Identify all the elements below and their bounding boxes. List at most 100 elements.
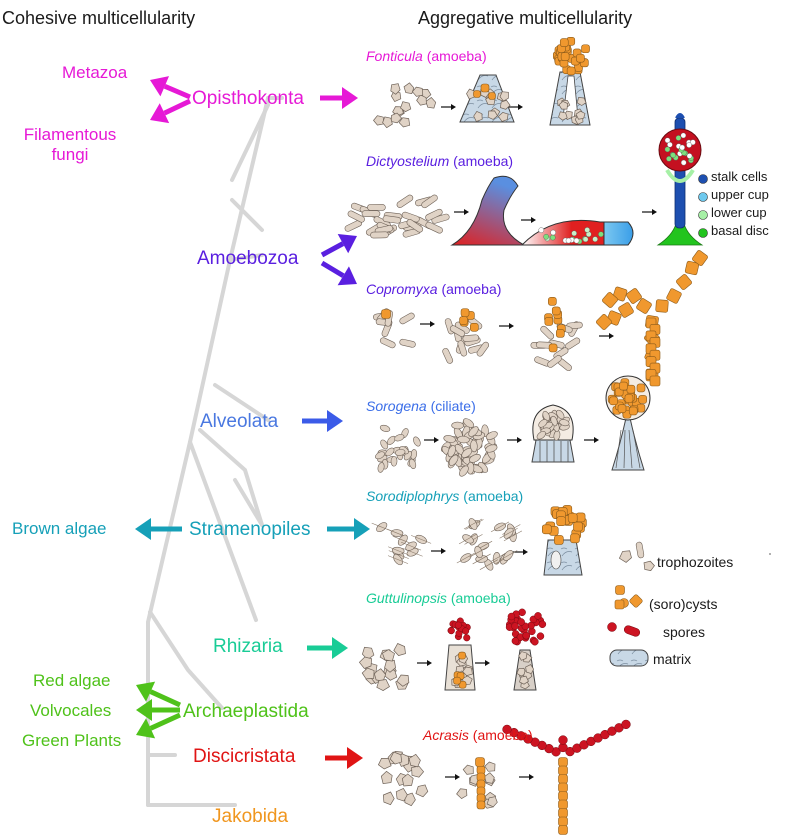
label-filamentous-fungi-line1: Filamentous	[23, 125, 117, 144]
sorogena-ciliate	[377, 462, 385, 473]
copromyxa-stages	[373, 250, 708, 387]
fonticula-cell	[473, 110, 483, 122]
arrow-to-fungi-head	[150, 103, 170, 124]
acrasis-stalk-cyst	[558, 765, 568, 776]
genus-acrasis-type: (amoeba)	[472, 727, 533, 743]
fonticula-cyst	[480, 83, 490, 93]
acrasis-cell	[462, 764, 474, 775]
stage-arrow-15	[475, 660, 490, 666]
stage-arrow-7	[499, 323, 514, 329]
guttulinopsis-cell	[525, 664, 535, 675]
stage-arrow-15-head	[485, 660, 490, 666]
sorodiplophrys-filopodium	[388, 546, 409, 556]
fonticula-trophozoite	[425, 97, 437, 109]
dictyostelium-stages	[344, 113, 704, 246]
aggregative-heading: Aggregative multicellularity	[418, 8, 633, 28]
sorogena-cell	[536, 431, 546, 440]
sorogena-ciliate	[394, 449, 406, 456]
arrow-to-sorodiplophrys	[327, 518, 370, 540]
genus-sorodiplophrys: Sorodiplophrys (amoeba)	[366, 488, 523, 504]
arrow-to-metazoa-head	[150, 76, 170, 97]
guttulinopsis-spore	[447, 627, 455, 635]
dicty-amoeba	[347, 210, 365, 223]
arrow-to-acrasis-head	[347, 747, 363, 769]
guttulinopsis-trophozoite	[361, 667, 375, 680]
sorodiplophrys-sorocyst	[542, 524, 552, 535]
dicty-sorus-cell	[686, 142, 692, 148]
fonticula-cell	[487, 110, 498, 120]
dicty-amoeba	[421, 194, 438, 209]
guttulinopsis-cell	[519, 675, 529, 685]
genus-fonticula-type: (amoeba)	[426, 48, 487, 64]
acrasis-trophozoite	[389, 751, 403, 765]
acrasis-cyst	[475, 757, 485, 767]
dicty-legend-dot-1	[698, 174, 708, 184]
stage-arrow-17	[519, 774, 534, 780]
genus-fonticula-name: Fonticula	[366, 48, 423, 64]
copromyxa-amoeba	[399, 312, 415, 325]
acrasis-stalk-cyst	[558, 782, 568, 793]
copromyxa-amoeba	[547, 355, 562, 368]
legend-matrix-swatch	[609, 649, 649, 667]
guttulinopsis-spore	[534, 612, 542, 620]
dicty-slug-cell	[550, 229, 556, 236]
copromyxa-amoeba	[442, 348, 454, 364]
genus-sorogena-name: Sorogena	[366, 398, 427, 414]
copromyxa-sorocyst	[655, 299, 669, 313]
sorogena-aggregate-cell	[443, 435, 456, 443]
genus-guttulinopsis-type: (amoeba)	[450, 590, 511, 606]
stage-arrow-2-head	[518, 104, 523, 110]
acrasis-cell	[456, 788, 468, 800]
genus-copromyxa-type: (amoeba)	[441, 281, 502, 297]
dicty-lower-cup	[665, 168, 695, 183]
acrasis-trophozoite	[382, 791, 395, 806]
stage-arrow-9	[424, 437, 439, 443]
genus-fonticula: Fonticula (amoeba)	[366, 48, 487, 64]
dicty-amoeba	[361, 210, 381, 217]
dicty-amoeba	[431, 213, 450, 224]
group-discicristata: Discicristata	[193, 746, 296, 767]
arrow-to-green-plants	[136, 712, 182, 739]
arrow-to-fungi	[150, 98, 192, 124]
group-rhizaria: Rhizaria	[213, 636, 283, 657]
sorodiplophrys-filopodium	[499, 550, 518, 561]
acrasis-trophozoite	[377, 757, 392, 770]
acrasis-trophozoite	[395, 787, 408, 802]
guttulinopsis-cyst	[458, 651, 466, 660]
sorogena-aggregate-cell	[451, 421, 464, 430]
acrasis-trophozoite	[408, 753, 421, 768]
sorogena-aggregate-cell	[468, 426, 479, 437]
stage-arrow-10	[507, 437, 522, 443]
dicty-slug-cell	[584, 227, 591, 233]
sorodiplophrys-sorocyst	[556, 516, 566, 526]
fonticula-sorocyst	[566, 66, 576, 76]
sorogena-sorocyst	[626, 384, 636, 394]
legend-spores: spores	[663, 624, 706, 640]
copromyxa-cyst	[551, 306, 561, 316]
acrasis-stalk-cyst	[476, 800, 486, 810]
stage-arrow-10-head	[517, 437, 522, 443]
guttulinopsis-cell	[518, 651, 528, 661]
copromyxa-cyst	[548, 343, 558, 353]
legend-trophozoites: trophozoites	[657, 554, 734, 570]
sorogena-cell	[559, 419, 570, 427]
guttulinopsis-spore	[454, 621, 462, 629]
sorodiplophrys-filopodium	[503, 530, 523, 542]
legend-upper-cup: upper cup	[711, 187, 769, 202]
sorogena-cell	[542, 410, 550, 421]
legend-cyst-square	[615, 585, 625, 595]
label-metazoa: Metazoa	[62, 63, 128, 82]
legend-cysts: (soro)cysts	[649, 596, 718, 612]
arrow-to-copromyxa-shaft	[320, 260, 345, 278]
dicty-sorus-cell	[675, 135, 682, 141]
acrasis-trophozoite	[415, 784, 429, 798]
dicty-slug-cell	[573, 237, 580, 244]
arrow-to-green-plants-head	[136, 718, 156, 739]
stage-arrow-4	[521, 217, 536, 223]
sorogena-ciliate	[380, 439, 389, 450]
arrow-to-volvocales	[136, 699, 180, 721]
dicty-slug-cell	[538, 227, 545, 233]
guttulinopsis-spore	[511, 637, 520, 645]
